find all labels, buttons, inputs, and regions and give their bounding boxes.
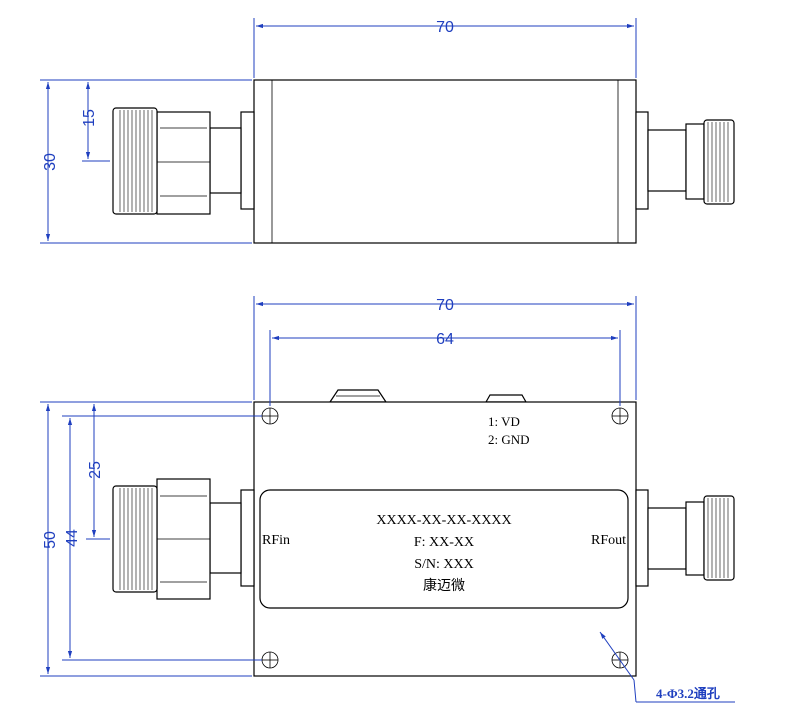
bottom-right-connector [635,489,735,587]
bottom-view: 1: VD 2: GND XXXX-XX-XX-XXXX F: XX-XX S/… [40,296,735,703]
pin1-label: 1: VD [488,414,520,429]
hole-spacing-dimension: 64 [436,331,454,348]
brand-label: 康迈微 [423,577,465,594]
top-pin-offset-dimension: 15 [81,109,98,127]
bottom-height-dimension: 50 [42,531,59,549]
top-height-dimension: 30 [42,153,59,171]
bottom-left-connector [112,478,255,600]
hole-note: 4-Φ3.2通孔 [656,686,720,701]
frequency-label: F: XX-XX [414,535,474,550]
top-left-connector [112,107,255,215]
hole-height-dimension: 44 [64,529,81,547]
port-in-label: RFin [262,533,290,548]
top-right-connector [635,111,735,210]
bottom-pin-offset-dimension: 25 [87,461,104,479]
serial-label: S/N: XXX [414,557,474,572]
label-plate [259,489,629,609]
top-body [253,79,637,244]
top-view: 70 30 15 [40,18,735,244]
pin2-label: 2: GND [488,432,530,447]
port-out-label: RFout [591,533,626,548]
part-number: XXXX-XX-XX-XXXX [376,513,511,528]
bottom-width-dimension: 70 [436,297,454,314]
top-width-dimension: 70 [436,19,454,36]
